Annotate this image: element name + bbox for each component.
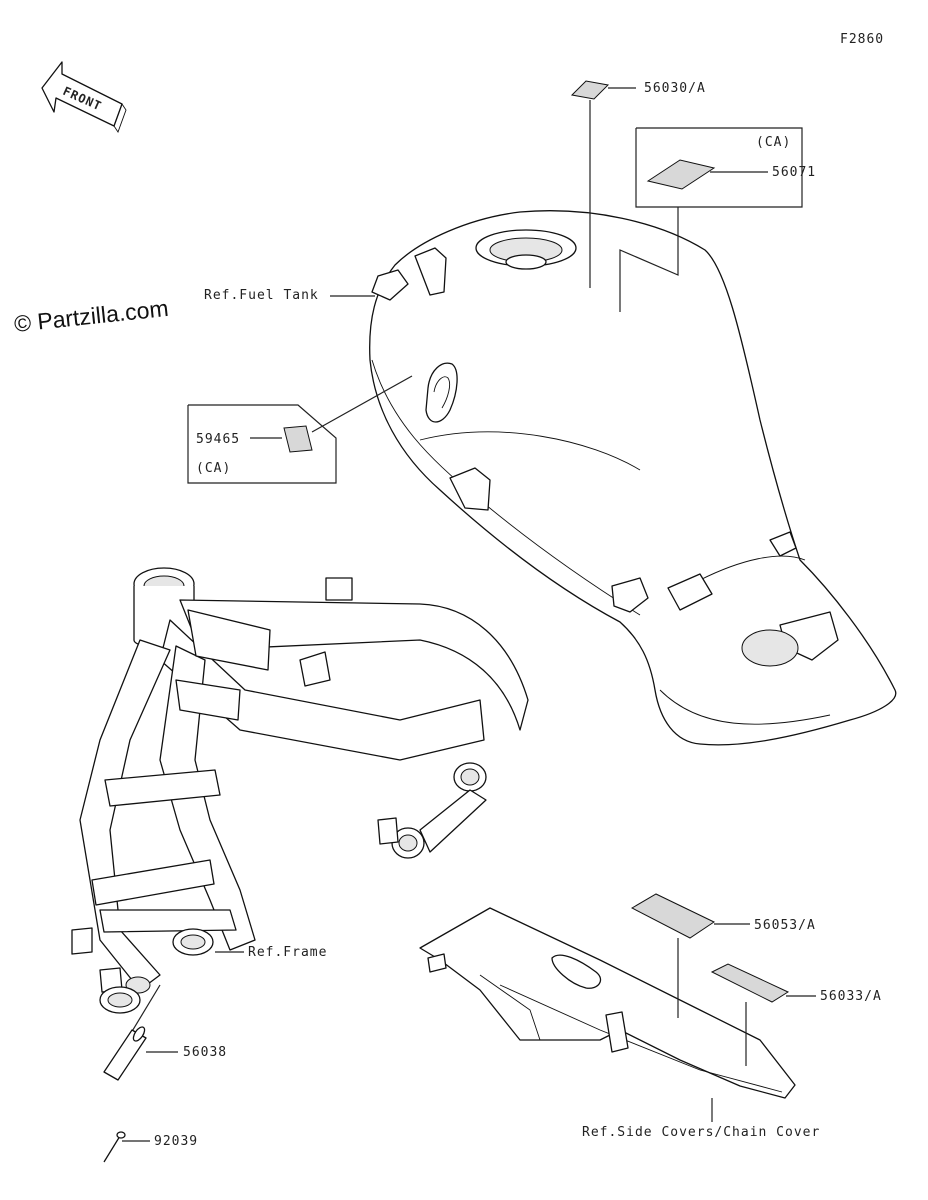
leader-59465-to-tank — [311, 375, 413, 433]
decal-56030a-icon — [570, 80, 610, 100]
fuel-tank-illustration — [369, 210, 897, 746]
ref-fuel-tank: Ref.Fuel Tank — [204, 288, 319, 303]
decal-56071-icon — [646, 159, 716, 190]
ca-label-left: (CA) — [196, 461, 231, 476]
figure-code: F2860 — [840, 32, 884, 47]
decal-59465-icon — [283, 425, 313, 453]
ca-label-top: (CA) — [756, 135, 791, 150]
ref-frame: Ref.Frame — [248, 945, 327, 960]
callout-56071: 56071 — [772, 165, 816, 180]
callout-56030a: 56030/A — [644, 81, 706, 96]
decal-56033a-icon — [710, 963, 790, 1003]
callout-92039: 92039 — [154, 1134, 198, 1149]
callout-56053a: 56053/A — [754, 918, 816, 933]
watermark: © Partzilla.com — [13, 295, 170, 337]
pin-56038-icon — [103, 1026, 147, 1081]
ca-box-left — [187, 404, 337, 484]
ref-side-covers: Ref.Side Covers/Chain Cover — [582, 1125, 820, 1140]
chain-cover-illustration — [419, 907, 796, 1099]
frame-illustration — [71, 567, 529, 1014]
callout-56033a: 56033/A — [820, 989, 882, 1004]
leader-56071-to-tank — [619, 207, 679, 312]
callout-59465: 59465 — [196, 432, 240, 447]
cotter-pin-92039-icon — [103, 1131, 126, 1163]
callout-56038: 56038 — [183, 1045, 227, 1060]
front-arrow-icon: FRONT — [41, 61, 127, 133]
ca-box-top — [635, 127, 803, 208]
decal-56053a-icon — [630, 893, 716, 939]
